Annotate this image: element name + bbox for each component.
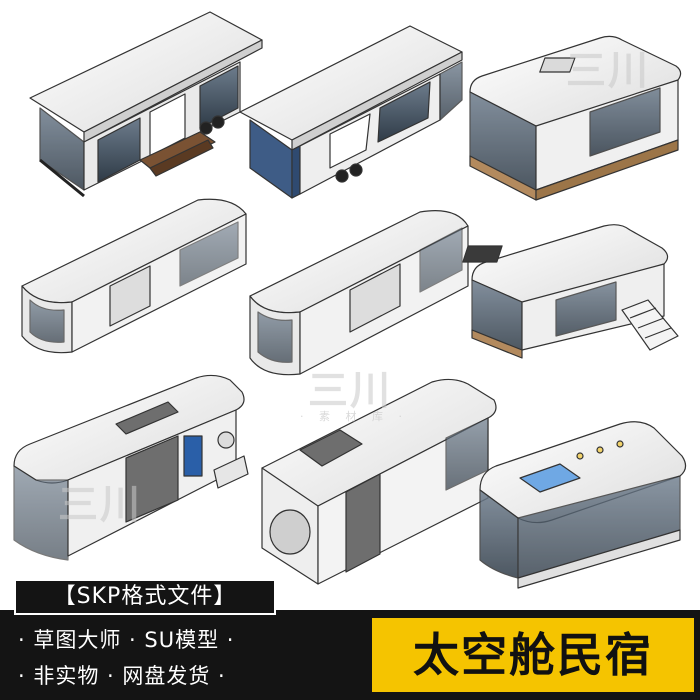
capsule-model-3 (469, 35, 682, 201)
capsule-model-4 (21, 198, 247, 354)
watermark-logo-center: 三川 (308, 368, 392, 414)
capsule-model-1 (29, 11, 263, 198)
format-badge: 【SKP格式文件】 (14, 579, 276, 615)
capsule-models-illustration (13, 11, 687, 589)
tag-line-delivery: · 非实物 · 网盘发货 · (18, 664, 226, 688)
capsule-model-6 (462, 224, 679, 359)
capsule-model-2 (239, 25, 463, 199)
watermark-logo-top: 三川 (566, 48, 650, 94)
capsule-model-9 (479, 421, 687, 589)
watermark-logo-left: 三川 (58, 482, 142, 528)
capsule-model-8 (261, 378, 497, 585)
tag-line-software: · 草图大师 · SU模型 · (18, 628, 235, 652)
capsule-model-5 (249, 210, 469, 376)
product-title: 太空舱民宿 (372, 618, 694, 692)
watermark-subtitle: · 素 材 库 · (300, 410, 408, 423)
capsule-model-7 (13, 374, 249, 561)
